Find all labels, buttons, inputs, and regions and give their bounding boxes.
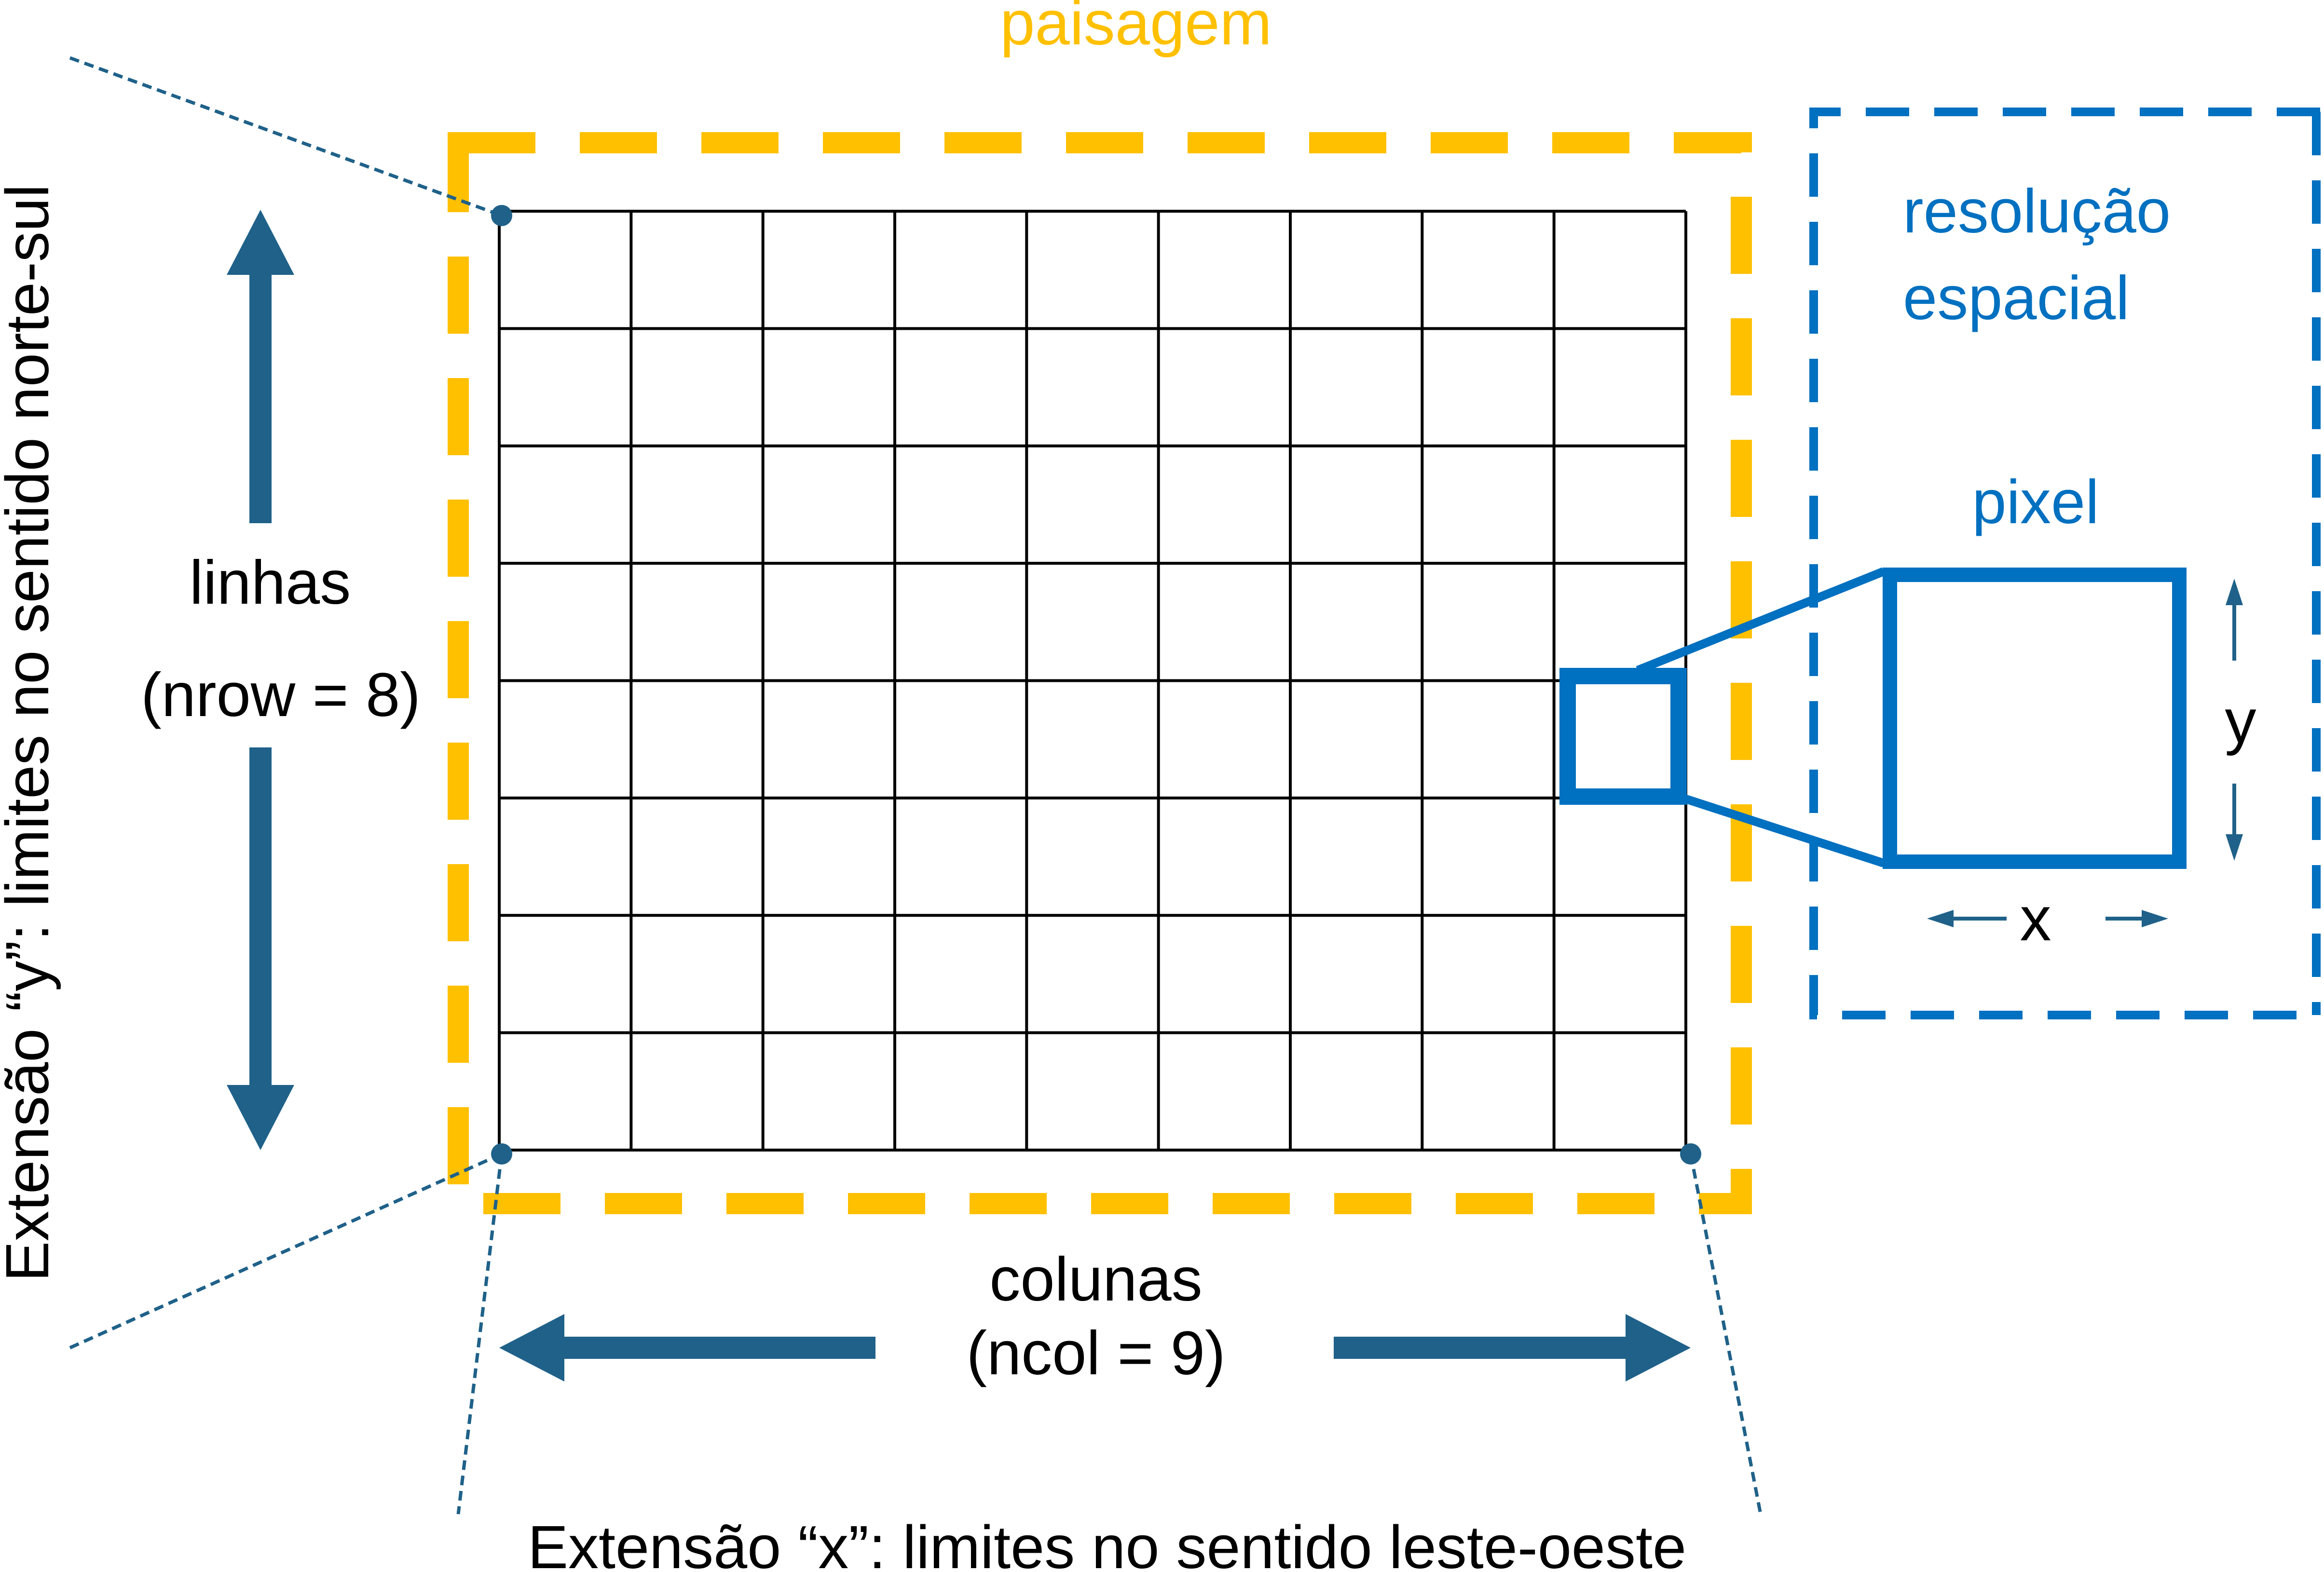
landscape-dashed-box: [448, 132, 1752, 1214]
landscape-label: paisagem: [1000, 0, 1272, 58]
corner-point-top-left: [491, 205, 512, 226]
leader-line-y-top: [69, 56, 503, 217]
cols-arrowhead-left: [499, 1314, 564, 1382]
raster-grid: [498, 210, 1687, 1152]
pixel-y-label: y: [2225, 686, 2256, 756]
cols-arrowhead-right: [1626, 1314, 1691, 1382]
pixel-y-arrowhead-up: [2226, 579, 2243, 605]
rows-arrowhead-down: [227, 1085, 294, 1150]
extent-x-label: Extensão “x”: limites no sentido leste-o…: [528, 1513, 1686, 1572]
leader-line-y-bottom: [69, 1152, 503, 1350]
cols-label-line1: colunas: [989, 1245, 1202, 1314]
extent-y-label: Extensão “y”: limites no sentido norte-s…: [0, 184, 61, 1282]
highlighted-pixel-cell: [1559, 668, 1687, 805]
pixel-x-label: x: [2020, 883, 2051, 954]
pixel-x-arrowhead-right: [2142, 910, 2168, 927]
zoom-line-top: [1636, 567, 1886, 675]
rows-label-line1: linhas: [190, 548, 351, 617]
pixel-y-arrowhead-down: [2226, 834, 2243, 861]
cols-label-line2: (ncol = 9): [966, 1319, 1225, 1388]
pixel-square: [1883, 568, 2187, 869]
resolution-dashed-box: [1809, 108, 2320, 1019]
resolution-label-line1: resolução: [1903, 177, 2171, 246]
pixel-x-arrowhead-left: [1927, 910, 1954, 927]
rows-arrowhead-up: [227, 210, 294, 275]
resolution-label-line2: espacial: [1903, 264, 2130, 333]
rows-label-line2: (nrow = 8): [141, 661, 421, 730]
zoom-line-bottom: [1677, 792, 1885, 867]
leader-line-x-left: [456, 1153, 504, 1515]
pixel-label: pixel: [1972, 468, 2099, 537]
